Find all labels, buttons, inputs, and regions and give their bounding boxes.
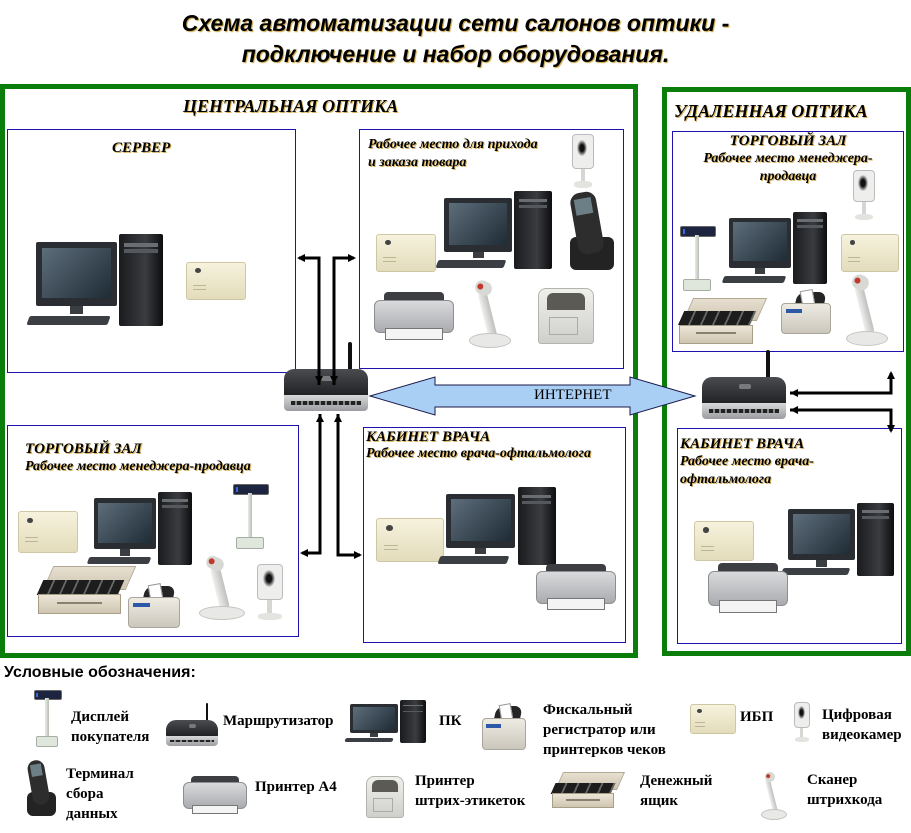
legend-item-router: Маршрутизатор [223, 713, 334, 729]
remote-sales-subtitle-line-1: Рабочее место менеджера- [703, 151, 873, 166]
legend-pc-icon [344, 700, 428, 750]
customer-display-icon [230, 484, 270, 550]
remote-optics-title: УДАЛЕННАЯ ОПТИКА [674, 101, 868, 121]
central-sales-hall: ТОРГОВЫЙ ЗАЛ Рабочее место менеджера-про… [7, 425, 299, 637]
legend-item-ups: ИБП [740, 709, 774, 725]
camera-icon [851, 170, 877, 222]
central-router-icon [284, 342, 368, 412]
central-optics-title: ЦЕНТРАЛЬНАЯ ОПТИКА [183, 96, 399, 116]
receiving-workstation: Рабочее место для прихода и заказа товар… [359, 129, 624, 369]
legend-customer-display-icon [32, 690, 62, 748]
pc-icon [437, 487, 558, 578]
ups-icon [694, 521, 754, 561]
remote-sales-hall: ТОРГОВЫЙ ЗАЛ Рабочее место менеджера- пр… [672, 131, 904, 352]
barcode-scanner-icon [464, 277, 514, 348]
server-room-title: СЕРВЕР [112, 140, 171, 156]
legend-fiscal-printer-icon [482, 703, 526, 750]
legend-title: Условные обозначения: [4, 664, 196, 681]
remote-doctor-office-title: КАБИНЕТ ВРАЧА [680, 436, 805, 452]
remote-doctor-office-subtitle: Рабочее место врача- офтальмолога [680, 453, 814, 489]
customer-display-icon [677, 226, 717, 292]
remote-doctor-office: КАБИНЕТ ВРАЧА Рабочее место врача- офтал… [677, 428, 902, 644]
central-sales-hall-subtitle: Рабочее место менеджера-продавца [25, 459, 251, 474]
legend-router-icon [166, 703, 218, 747]
legend-item-pc: ПК [439, 713, 462, 729]
legend-barcode-scanner-icon [758, 770, 788, 820]
server-room: СЕРВЕР [7, 129, 296, 373]
legend-cash-drawer-icon [550, 772, 626, 810]
central-doctor-office: КАБИНЕТ ВРАЧА Рабочее место врача-офталь… [363, 427, 626, 643]
receiving-title-line-2: и заказа товара [368, 155, 467, 170]
receiving-title-line-1: Рабочее место для прихода [368, 137, 538, 152]
remote-sales-subtitle-line-2: продавца [759, 169, 817, 184]
printer-a4-icon [536, 562, 616, 614]
diagram-title-line-2: подключение и набор оборудования. [241, 41, 670, 67]
remote-doctor-subtitle-line-2: офтальмолога [680, 472, 772, 487]
barcode-scanner-icon [194, 553, 248, 620]
printer-a4-icon [708, 561, 788, 617]
ups-icon [376, 234, 436, 272]
camera-icon [570, 134, 596, 190]
ups-icon [18, 511, 78, 553]
camera-icon [254, 564, 286, 622]
pc-icon [436, 191, 554, 282]
cash-drawer-icon [677, 298, 767, 346]
legend-printer-a4-icon [183, 774, 247, 818]
legend-label-printer-icon [366, 776, 404, 818]
cash-drawer-icon [36, 566, 136, 616]
remote-doctor-subtitle-line-1: Рабочее место врача- [680, 454, 814, 469]
legend-item-printer-a4: Принтер А4 [255, 779, 337, 795]
diagram-title-line-1: Схема автоматизации сети салонов оптики … [181, 10, 730, 36]
remote-sales-hall-title: ТОРГОВЫЙ ЗАЛ [729, 133, 847, 149]
remote-router-icon [702, 350, 786, 420]
diagram-title: Схема автоматизации сети салонов оптики … [0, 8, 911, 70]
fiscal-printer-icon [128, 582, 180, 628]
server-ups-icon [186, 262, 246, 300]
central-doctor-office-subtitle: Рабочее место врача-офтальмолога [366, 446, 591, 461]
pc-icon [86, 491, 194, 578]
pc-icon [721, 211, 829, 296]
fiscal-printer-icon [781, 288, 831, 334]
legend-ups-icon [690, 704, 736, 734]
server-pc-icon [26, 234, 166, 342]
central-sales-hall-title: ТОРГОВЫЙ ЗАЛ [25, 441, 142, 457]
central-doctor-office-title: КАБИНЕТ ВРАЧА [366, 429, 491, 445]
printer-a4-icon [374, 290, 454, 344]
pc-icon [780, 502, 896, 589]
barcode-scanner-icon [841, 272, 891, 346]
label-printer-icon [538, 288, 594, 344]
legend-data-terminal-icon [24, 758, 58, 816]
legend-camera-icon [792, 702, 812, 744]
data-terminal-icon [565, 190, 617, 270]
receiving-workstation-title: Рабочее место для прихода и заказа товар… [368, 136, 538, 172]
ups-icon [376, 518, 444, 562]
remote-sales-hall-subtitle: Рабочее место менеджера- продавца [673, 150, 903, 186]
internet-label: ИНТЕРНЕТ [534, 387, 612, 403]
ups-icon [841, 234, 899, 272]
